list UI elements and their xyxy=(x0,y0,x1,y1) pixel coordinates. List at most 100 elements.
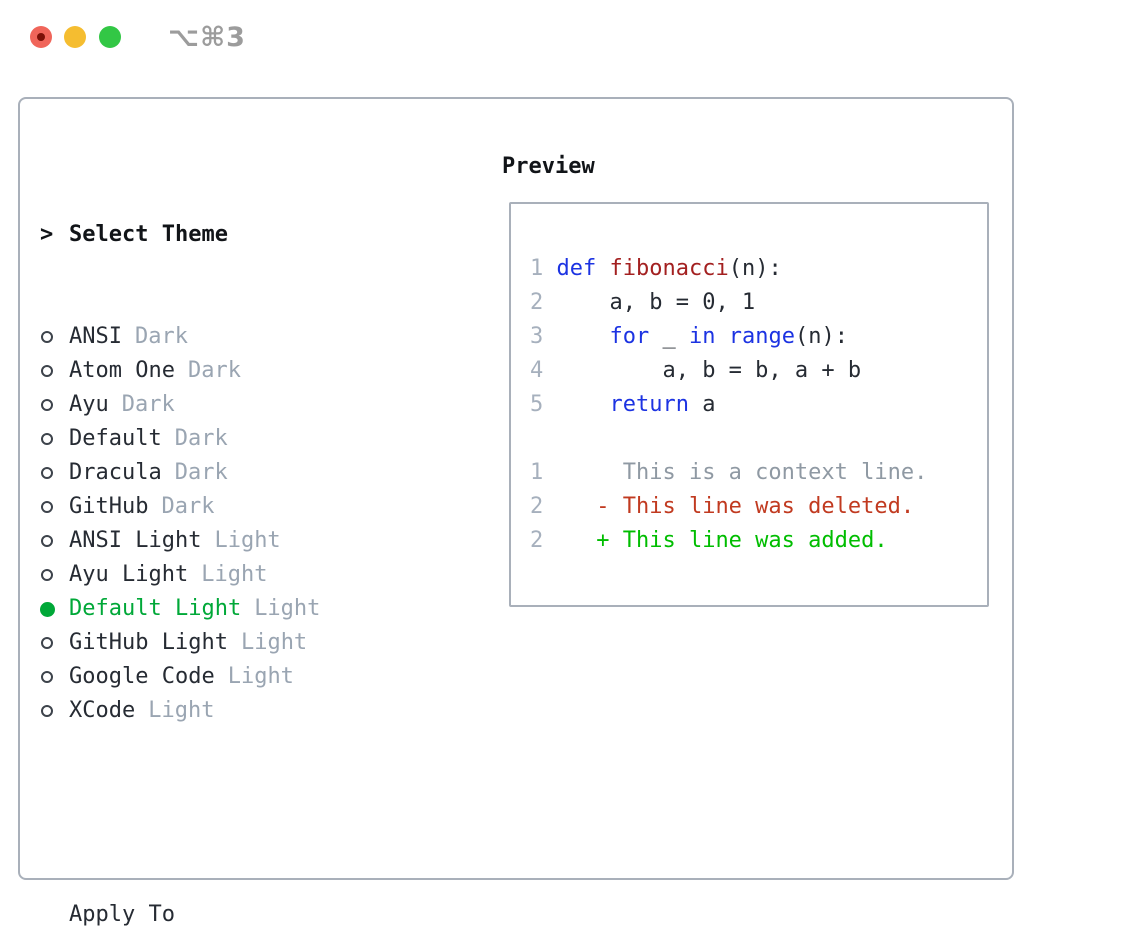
theme-option[interactable]: Ayu Dark xyxy=(40,388,411,422)
radio-icon xyxy=(40,671,69,683)
radio-icon xyxy=(40,535,69,547)
code-segment-del: - This line was deleted. xyxy=(556,494,915,519)
code-segment-kw: return xyxy=(609,392,689,417)
radio-unselected-icon xyxy=(41,535,53,547)
theme-option[interactable]: ANSI Dark xyxy=(40,320,411,354)
close-dot-icon xyxy=(37,33,45,41)
code-segment-plain: _ xyxy=(649,324,689,349)
line-number: 5 xyxy=(530,392,557,417)
theme-option[interactable]: Atom One Dark xyxy=(40,354,411,388)
theme-variant: Light xyxy=(148,698,215,723)
line-number: 2 xyxy=(530,528,557,553)
preview-line: 4 a, b = b, a + b xyxy=(530,354,987,388)
radio-unselected-icon xyxy=(41,399,53,411)
preview-line: 2 a, b = 0, 1 xyxy=(530,286,987,320)
theme-name: Atom One xyxy=(69,358,175,383)
line-number: 2 xyxy=(530,494,557,519)
titlebar: ⌥⌘3 xyxy=(0,0,1140,75)
radio-icon xyxy=(40,637,69,649)
theme-variant: Light xyxy=(240,630,308,655)
theme-name: Ayu xyxy=(69,392,109,417)
theme-name: ANSI Light xyxy=(69,528,202,553)
theme-variant: Dark xyxy=(174,426,228,451)
theme-name: Default Light xyxy=(69,596,242,621)
select-theme-header-row: > Select Theme xyxy=(40,218,411,252)
code-segment-plain xyxy=(557,392,610,417)
theme-name: Ayu Light xyxy=(69,562,189,587)
preview-line: 2 + This line was added. xyxy=(530,524,987,558)
radio-unselected-icon xyxy=(41,331,53,343)
theme-variant: Dark xyxy=(174,460,228,485)
radio-selected-icon xyxy=(40,601,55,617)
code-segment-plain: a, b = b, a + b xyxy=(556,358,862,383)
theme-option[interactable]: GitHub Light Light xyxy=(40,626,411,660)
radio-icon xyxy=(40,601,69,617)
code-segment-plain: a, b = 0, 1 xyxy=(556,290,756,315)
theme-name: GitHub Light xyxy=(69,630,228,655)
spacer xyxy=(40,796,411,830)
preview-line: 5 return a xyxy=(530,388,987,422)
code-segment-plain xyxy=(557,324,610,349)
window-title: ⌥⌘3 xyxy=(168,22,246,53)
preview-line: 3 for _ in range(n): xyxy=(530,320,987,354)
theme-name: GitHub xyxy=(69,494,149,519)
radio-unselected-icon xyxy=(41,569,53,581)
theme-name: ANSI xyxy=(69,324,122,349)
theme-option[interactable]: Default Light Light xyxy=(40,592,411,626)
line-number: 3 xyxy=(530,324,557,349)
radio-unselected-icon xyxy=(41,637,53,649)
theme-name: Dracula xyxy=(69,460,162,485)
theme-variant: Dark xyxy=(121,392,175,417)
radio-icon xyxy=(40,365,69,377)
apply-to-header-row: Apply To xyxy=(40,898,411,932)
code-segment-kw: in xyxy=(688,324,716,349)
preview-line: 2 - This line was deleted. xyxy=(530,490,987,524)
theme-option[interactable]: Ayu Light Light xyxy=(40,558,411,592)
radio-unselected-icon xyxy=(41,365,53,377)
select-theme-header: Select Theme xyxy=(69,222,228,247)
theme-variant: Light xyxy=(201,562,268,587)
minimize-button[interactable] xyxy=(64,26,86,48)
code-segment-ctx: This is a context line. xyxy=(556,460,928,485)
code-segment-kw: for xyxy=(609,324,650,349)
line-number: 4 xyxy=(530,358,557,383)
close-button[interactable] xyxy=(30,26,52,48)
theme-variant: Dark xyxy=(134,324,188,349)
code-segment-plain xyxy=(715,324,728,349)
code-segment-plain: (n): xyxy=(794,324,848,349)
zoom-button[interactable] xyxy=(99,26,121,48)
line-number: 2 xyxy=(530,290,557,315)
theme-name: Google Code xyxy=(69,664,215,689)
radio-icon xyxy=(40,467,69,479)
theme-variant: Dark xyxy=(187,358,241,383)
radio-icon xyxy=(40,399,69,411)
radio-icon xyxy=(40,433,69,445)
radio-unselected-icon xyxy=(41,501,53,513)
radio-unselected-icon xyxy=(41,433,53,445)
radio-icon xyxy=(40,705,69,717)
code-segment-fn: fibonacci xyxy=(609,256,729,281)
code-segment-plain: a xyxy=(688,392,716,417)
radio-icon xyxy=(40,501,69,513)
radio-icon xyxy=(40,569,69,581)
theme-option[interactable]: ANSI Light Light xyxy=(40,524,411,558)
theme-option[interactable]: Dracula Dark xyxy=(40,456,411,490)
preview-line: 1 def fibonacci(n): xyxy=(530,252,987,286)
radio-unselected-icon xyxy=(41,671,53,683)
code-segment-plain xyxy=(596,256,609,281)
preview-line xyxy=(530,422,987,456)
code-segment-kw: range xyxy=(728,324,795,349)
theme-variant: Light xyxy=(254,596,321,621)
radio-icon xyxy=(40,331,69,343)
code-segment-add: + This line was added. xyxy=(556,528,888,553)
theme-variant: Light xyxy=(214,528,281,553)
